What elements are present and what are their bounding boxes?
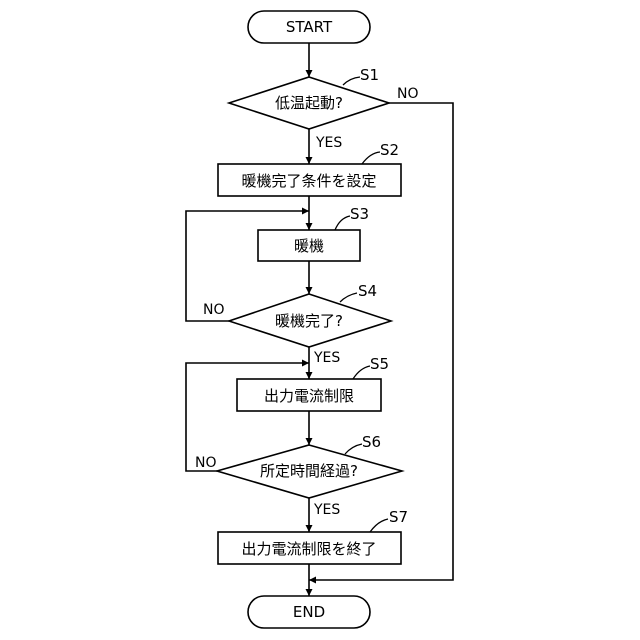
s4-no-label: NO <box>203 302 225 318</box>
s5-step-leader <box>353 366 370 379</box>
s1-yes-label: YES <box>315 135 342 151</box>
s7-step-leader <box>370 519 388 532</box>
s4-step-leader <box>340 293 357 302</box>
s5-step-label: S5 <box>370 355 389 373</box>
s2-step-label: S2 <box>380 141 399 159</box>
start-label: START <box>286 18 333 36</box>
s4-yes-label: YES <box>313 350 340 366</box>
s1-label: 低温起動? <box>275 94 343 112</box>
s4-label: 暖機完了? <box>275 312 343 330</box>
end-label: END <box>293 603 325 621</box>
s1-step-label: S1 <box>360 66 379 84</box>
s7-label: 出力電流制限を終了 <box>241 540 376 558</box>
s1-no-label: NO <box>397 86 419 102</box>
s3-step-label: S3 <box>350 205 369 223</box>
s4-step-label: S4 <box>358 282 377 300</box>
s6-label: 所定時間経過? <box>260 462 358 480</box>
s6-step-label: S6 <box>362 433 381 451</box>
s2-label: 暖機完了条件を設定 <box>241 172 376 190</box>
s6-yes-label: YES <box>313 502 340 518</box>
s3-label: 暖機 <box>294 237 324 255</box>
s3-step-leader <box>335 216 350 230</box>
s6-step-leader <box>345 444 362 454</box>
s5-label: 出力電流制限 <box>264 387 354 405</box>
s1-step-leader <box>343 77 360 85</box>
s7-step-label: S7 <box>389 508 408 526</box>
s6-no-label: NO <box>195 455 217 471</box>
s2-step-leader <box>362 152 380 164</box>
